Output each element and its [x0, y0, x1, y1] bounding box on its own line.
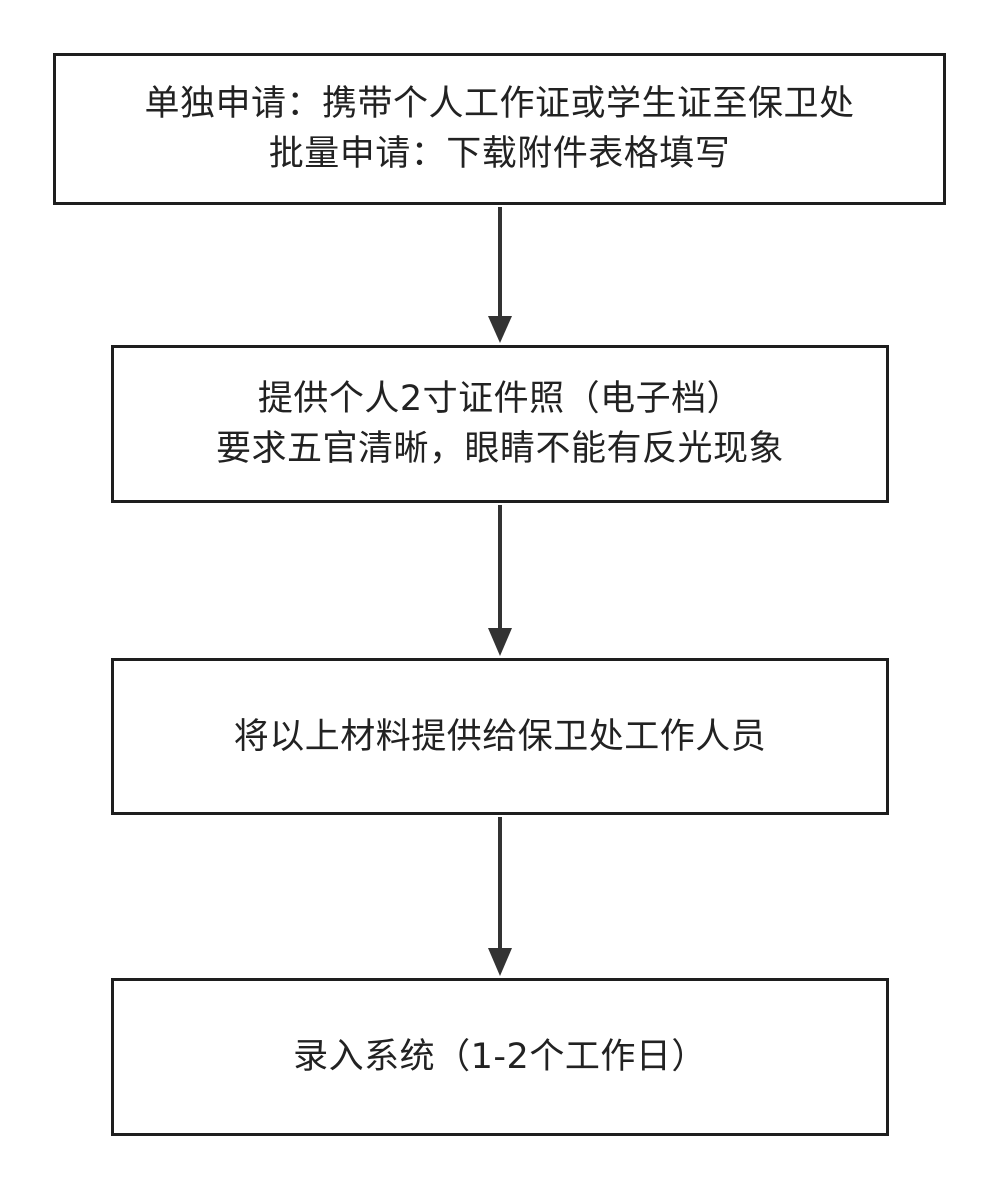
arrow-step2-to-step3 [488, 505, 512, 656]
step-box-entry: 录入系统（1-2个工作日） [111, 978, 889, 1136]
step-box-submit: 将以上材料提供给保卫处工作人员 [111, 658, 889, 815]
step-box-photo: 提供个人2寸证件照（电子档） 要求五官清晰，眼睛不能有反光现象 [111, 345, 889, 503]
step-text-line: 将以上材料提供给保卫处工作人员 [233, 716, 767, 757]
arrow-step3-to-step4 [488, 817, 512, 976]
arrow-step1-to-step2 [488, 207, 512, 343]
step-text-line: 要求五官清晰，眼睛不能有反光现象 [215, 429, 784, 469]
step-text-line: 提供个人2寸证件照（电子档） [257, 379, 743, 419]
step-text-line: 单独申请：携带个人工作证或学生证至保卫处 [144, 84, 855, 124]
step-box-application: 单独申请：携带个人工作证或学生证至保卫处 批量申请：下载附件表格填写 [53, 53, 946, 205]
arrow-head [488, 316, 512, 343]
step-text-line: 批量申请：下载附件表格填写 [268, 134, 731, 174]
arrow-head [488, 948, 512, 976]
step-text-line: 录入系统（1-2个工作日） [293, 1037, 707, 1077]
arrow-head [488, 628, 512, 656]
